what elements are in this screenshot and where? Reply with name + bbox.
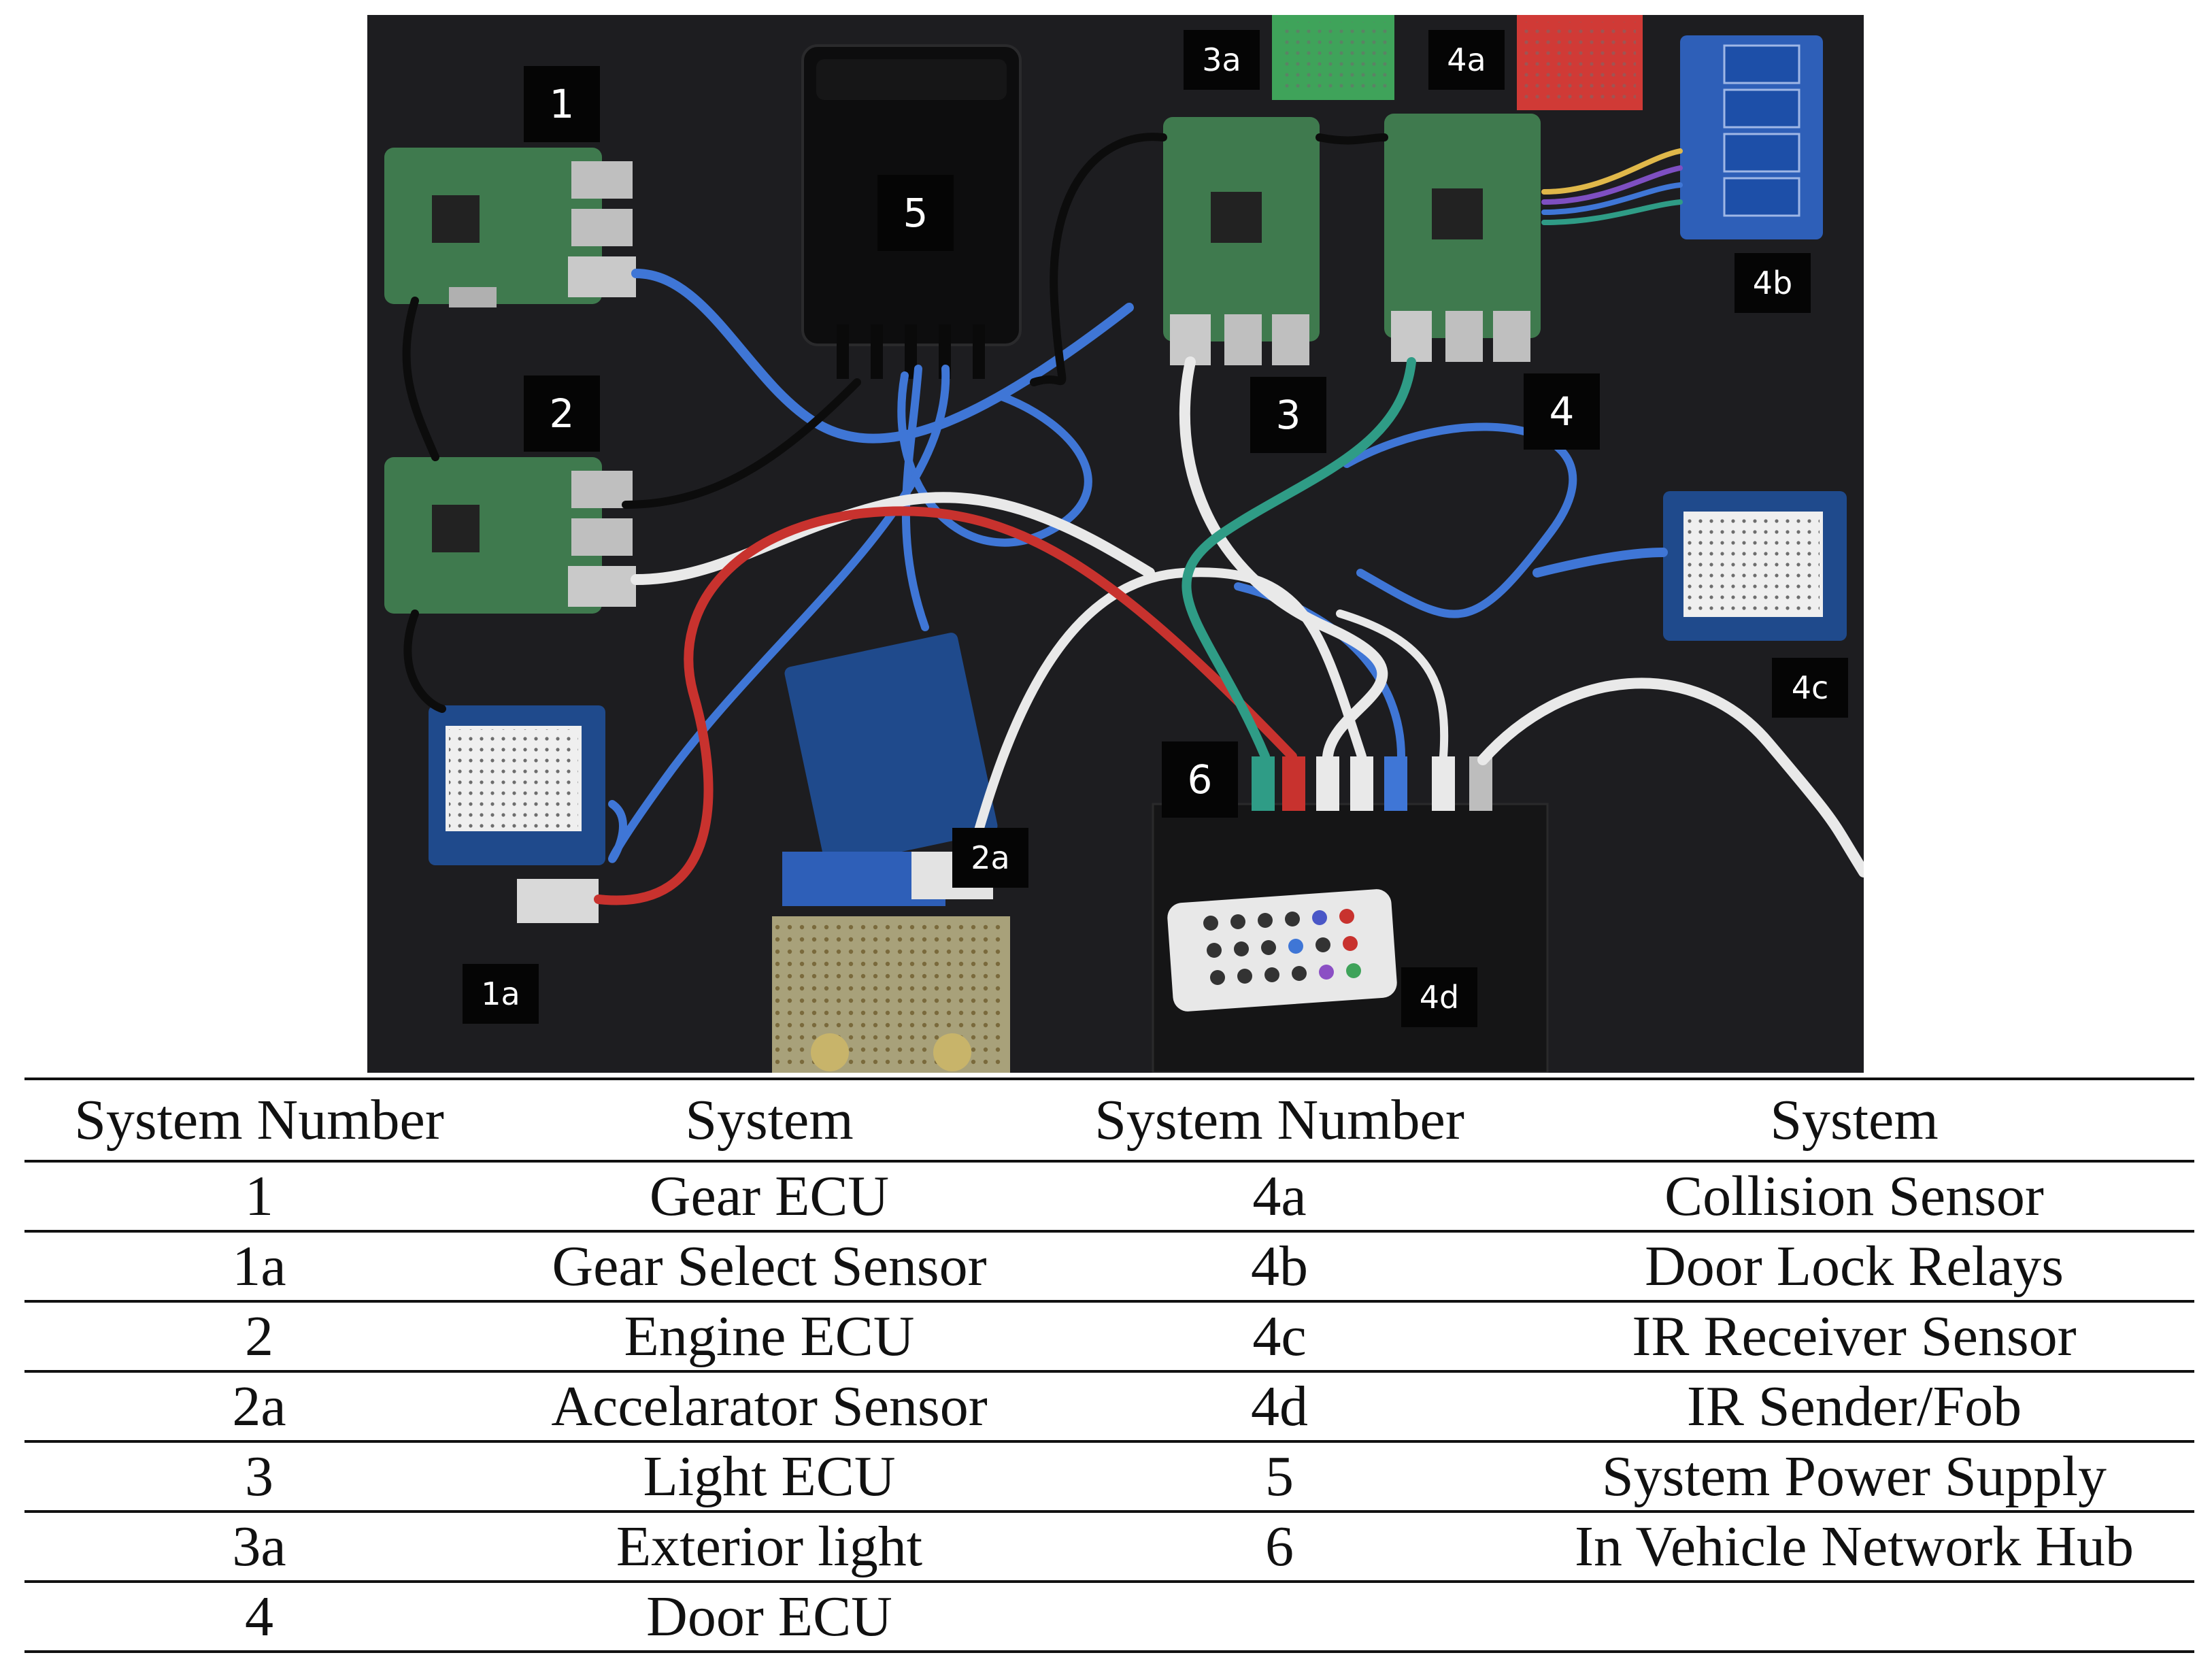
cell: Exterior light	[494, 1512, 1045, 1583]
table-row: 1 Gear ECU 4a Collision Sensor	[24, 1161, 2194, 1233]
label-2: 2	[524, 375, 600, 452]
cell	[1045, 1582, 1514, 1653]
cell: 4d	[1045, 1371, 1514, 1443]
ir-receiver-arduino	[1663, 491, 1847, 641]
relay-module	[1680, 35, 1823, 239]
cell: Engine ECU	[494, 1301, 1045, 1373]
cell: Gear Select Sensor	[494, 1231, 1045, 1303]
label-6: 6	[1162, 741, 1238, 818]
header-system-number-1: System Number	[24, 1078, 494, 1163]
cell: System Power Supply	[1514, 1441, 2194, 1513]
hardware-testbed-photo: 1 2 1a 2a 3 3a 4 4a 4b 4c 4d 5 6	[367, 15, 1864, 1073]
label-1: 1	[524, 66, 600, 142]
cell: 4b	[1045, 1231, 1514, 1303]
raspberry-pi-light-ecu	[1163, 117, 1320, 365]
table-row: 4 Door ECU	[24, 1582, 2194, 1653]
label-5: 5	[877, 175, 954, 251]
label-4a: 4a	[1428, 30, 1505, 90]
cabling	[402, 133, 1864, 905]
table-row: 3a Exterior light 6 In Vehicle Network H…	[24, 1512, 2194, 1583]
gear-select-arduino	[429, 705, 605, 923]
header-system-1: System	[494, 1078, 1045, 1163]
testbed-illustration	[384, 15, 1864, 1073]
cell: 1	[24, 1161, 494, 1233]
cell: 6	[1045, 1512, 1514, 1583]
cell: 4	[24, 1582, 494, 1653]
cell: Door Lock Relays	[1514, 1231, 2194, 1303]
cell: 3	[24, 1441, 494, 1513]
raspberry-pi-gear-ecu	[384, 148, 636, 307]
raspberry-pi-door-ecu	[1384, 114, 1541, 362]
table-row: 3 Light ECU 5 System Power Supply	[24, 1441, 2194, 1513]
table-row: 1a Gear Select Sensor 4b Door Lock Relay…	[24, 1231, 2194, 1303]
cell: 4a	[1045, 1161, 1514, 1233]
cell: Collision Sensor	[1514, 1161, 2194, 1233]
label-1a: 1a	[463, 964, 539, 1024]
label-4d: 4d	[1401, 967, 1477, 1027]
raspberry-pi-engine-ecu	[384, 457, 636, 614]
label-4b: 4b	[1735, 253, 1811, 313]
cell: In Vehicle Network Hub	[1514, 1512, 2194, 1583]
cell: Light ECU	[494, 1441, 1045, 1513]
label-3: 3	[1250, 377, 1326, 453]
cell: 2	[24, 1301, 494, 1373]
cell: IR Receiver Sensor	[1514, 1301, 2194, 1373]
cell: 5	[1045, 1441, 1514, 1513]
cell: Accelarator Sensor	[494, 1371, 1045, 1443]
cell: 4c	[1045, 1301, 1514, 1373]
system-table: System Number System System Number Syste…	[24, 1078, 2194, 1653]
label-3a: 3a	[1184, 30, 1260, 90]
cell: 1a	[24, 1231, 494, 1303]
label-2a: 2a	[952, 828, 1028, 888]
cell	[1514, 1582, 2194, 1653]
table-row: 2a Accelarator Sensor 4d IR Sender/Fob	[24, 1371, 2194, 1443]
label-4c: 4c	[1772, 658, 1848, 718]
cell: 2a	[24, 1371, 494, 1443]
ir-remote-fob	[1167, 889, 1397, 1012]
cell: 3a	[24, 1512, 494, 1583]
label-4: 4	[1524, 373, 1600, 450]
cell: IR Sender/Fob	[1514, 1371, 2194, 1443]
header-system-number-2: System Number	[1045, 1078, 1514, 1163]
cell: Door ECU	[494, 1582, 1045, 1653]
cell: Gear ECU	[494, 1161, 1045, 1233]
table-row: 2 Engine ECU 4c IR Receiver Sensor	[24, 1301, 2194, 1373]
header-system-2: System	[1514, 1078, 2194, 1163]
table-header-row: System Number System System Number Syste…	[24, 1078, 2194, 1163]
accelerator-arduino	[782, 633, 998, 906]
